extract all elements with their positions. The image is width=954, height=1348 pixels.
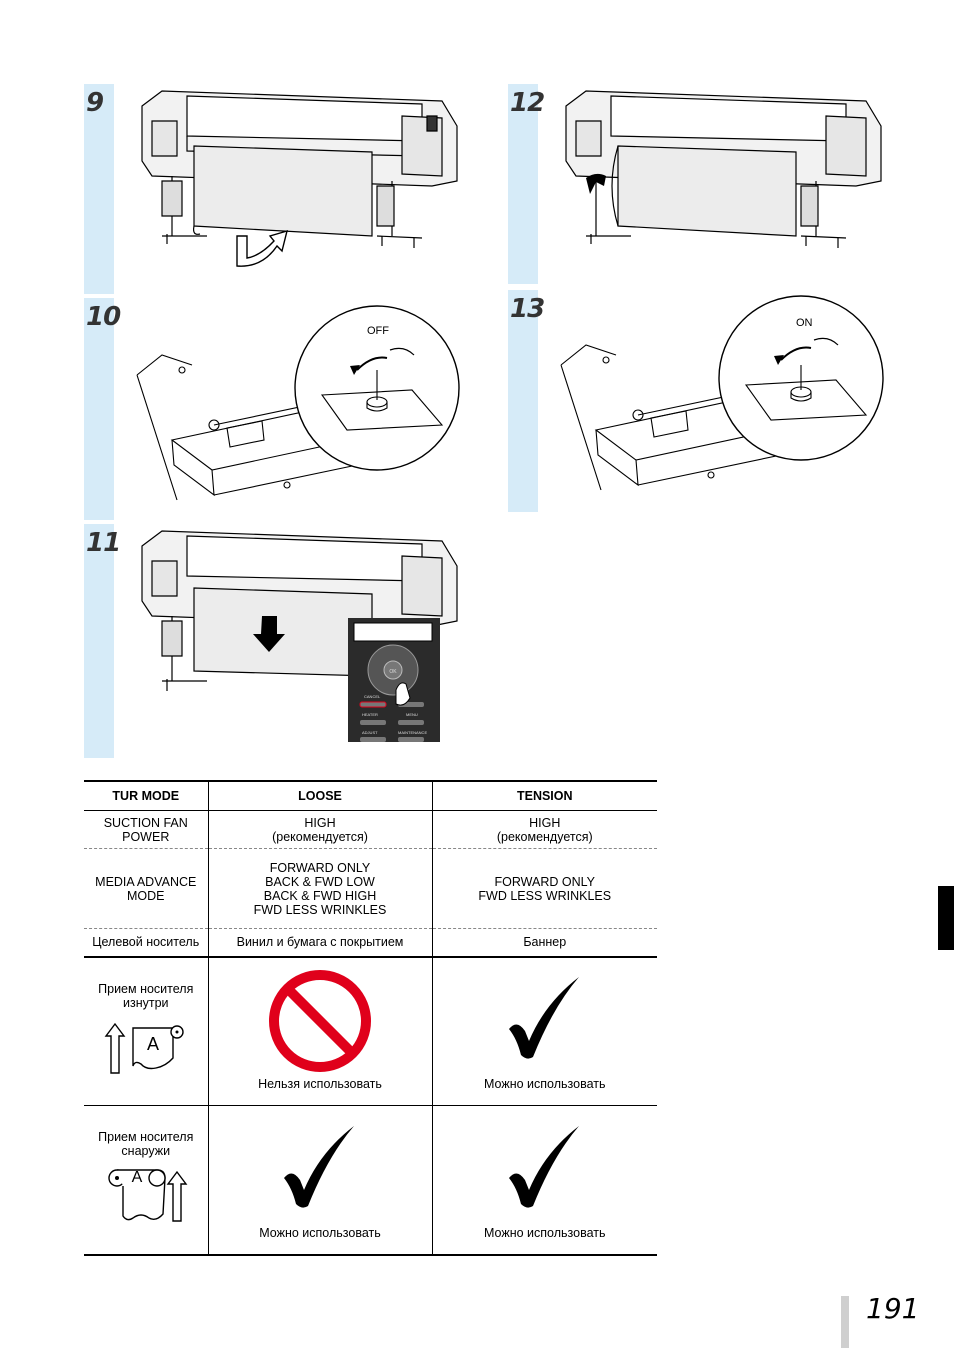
usage-text: Можно использовать [484, 1077, 606, 1092]
step-number: 10 [86, 302, 121, 332]
media-take-up-outside-icon: A [108, 1169, 188, 1222]
printer-illustration [132, 526, 462, 756]
step-number: 9 [86, 88, 104, 118]
printer-illustration [556, 86, 886, 271]
loose-cell: Можно использовать [207, 1105, 432, 1256]
checkmark-icon [508, 1125, 579, 1208]
tension-cell: Баннер [431, 928, 657, 958]
row-label: Прием носителя изнутри A [84, 956, 208, 1106]
control-panel: OK CANCEL HEATER MENU ADJUST MAINTENANCE [348, 618, 440, 742]
callout-label: OFF [367, 325, 389, 337]
tension-cell: Можно использовать [431, 956, 657, 1106]
step-number: 13 [510, 294, 545, 324]
tur-mode-table: TUR MODE LOOSE TENSION SUCTION FAN POWER… [84, 780, 657, 1256]
step-bar [84, 84, 114, 294]
page-number: 191 [866, 1292, 920, 1325]
step-bar [508, 84, 538, 284]
step-bar [84, 524, 114, 758]
maintenance-label: MAINTENANCE [398, 730, 427, 735]
prohibited-icon [269, 970, 371, 1073]
step-bar [508, 290, 538, 512]
step-9: 9 [84, 84, 464, 294]
usage-text: Можно использовать [484, 1225, 606, 1240]
loose-cell: Винил и бумага с покрытием [207, 928, 432, 958]
usage-text: Нельзя использовать [258, 1077, 382, 1092]
table-header-row: TUR MODE LOOSE TENSION [84, 780, 657, 811]
callout-label: ON [796, 317, 813, 329]
step-11: 11 OK CANCEL HEATER MENU [84, 524, 464, 758]
step-13: 13 ON [508, 290, 888, 512]
table-header: TUR MODE [84, 780, 208, 811]
loose-cell: HIGH (рекомендуется) [207, 810, 432, 849]
media-letter: A [131, 1169, 142, 1186]
ok-button-label: OK [389, 669, 397, 675]
chapter-tab [938, 886, 954, 950]
table-row: Прием носителя изнутри A Нельзя использо… [84, 956, 657, 1106]
loose-cell: FORWARD ONLY BACK & FWD LOW BACK & FWD H… [207, 848, 432, 929]
table-row: Целевой носитель Винил и бумага с покрыт… [84, 928, 657, 958]
row-label: Целевой носитель [84, 928, 208, 958]
checkmark-icon [284, 1125, 354, 1208]
step-bar [84, 298, 114, 520]
step-10: 10 OFF [84, 298, 464, 520]
table-row: SUCTION FAN POWER HIGH (рекомендуется) H… [84, 810, 657, 849]
tension-cell: Можно использовать [431, 1105, 657, 1256]
checkmark-icon [508, 977, 579, 1059]
menu-label: MENU [406, 712, 418, 717]
media-take-up-inside-icon: A [104, 1022, 184, 1074]
step-number: 12 [510, 88, 545, 118]
switch-illustration: ON [556, 290, 886, 505]
usage-text: Можно использовать [259, 1225, 381, 1240]
switch-illustration: OFF [132, 300, 462, 515]
row-label: Прием носителя снаружи A [84, 1105, 208, 1256]
table-header: LOOSE [207, 780, 432, 811]
loose-cell: Нельзя использовать [207, 956, 432, 1106]
cancel-label: CANCEL [364, 694, 381, 699]
tension-cell: HIGH (рекомендуется) [431, 810, 657, 849]
media-letter: A [147, 1034, 159, 1054]
row-label: MEDIA ADVANCE MODE [84, 848, 208, 929]
tension-cell: FORWARD ONLY FWD LESS WRINKLES [431, 848, 657, 929]
heater-label: HEATER [362, 712, 378, 717]
row-label: SUCTION FAN POWER [84, 810, 208, 849]
printer-illustration [132, 86, 462, 271]
adjust-label: ADJUST [362, 730, 378, 735]
step-12: 12 [508, 84, 888, 284]
step-number: 11 [86, 528, 121, 558]
table-header: TENSION [431, 780, 657, 811]
table-row: MEDIA ADVANCE MODE FORWARD ONLY BACK & F… [84, 848, 657, 929]
page-number-bar [841, 1296, 849, 1348]
table-row: Прием носителя снаружи A Можно использов… [84, 1105, 657, 1256]
